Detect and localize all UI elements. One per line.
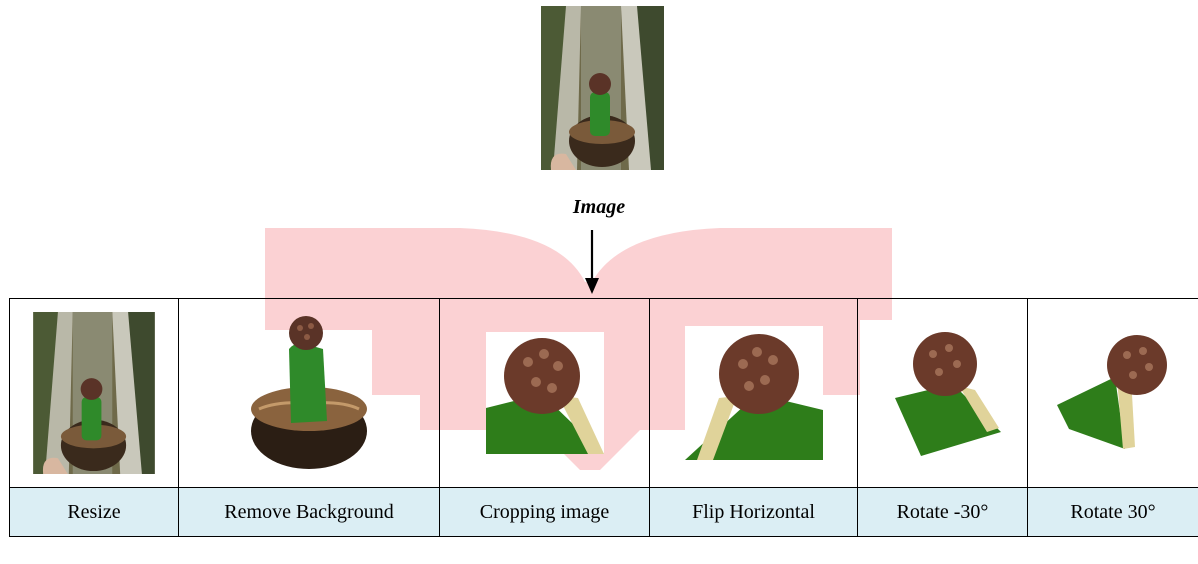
source-image bbox=[541, 6, 664, 170]
flip-horizontal-image bbox=[685, 326, 823, 460]
step-label-rotate-minus-30: Rotate -30° bbox=[858, 488, 1028, 537]
rotate-minus-30-image bbox=[883, 328, 1003, 458]
step-label-resize: Resize bbox=[10, 488, 179, 537]
step-label-cropping: Cropping image bbox=[440, 488, 650, 537]
rotate-minus-30-cell bbox=[858, 299, 1028, 488]
resize-cell bbox=[10, 299, 179, 488]
step-label-flip-horizontal: Flip Horizontal bbox=[650, 488, 858, 537]
remove-background-cell bbox=[179, 299, 440, 488]
step-label-rotate-plus-30: Rotate 30° bbox=[1028, 488, 1198, 537]
flip-horizontal-cell bbox=[650, 299, 858, 488]
down-arrow-icon bbox=[582, 230, 602, 296]
cropping-image bbox=[486, 332, 604, 454]
cropping-cell bbox=[440, 299, 650, 488]
resize-image bbox=[33, 312, 155, 474]
remove-background-image bbox=[247, 313, 372, 473]
step-labels-row: Resize Remove Background Cropping image … bbox=[10, 488, 1198, 537]
augmentation-table: Resize Remove Background Cropping image … bbox=[9, 298, 1198, 537]
rotate-plus-30-image bbox=[1051, 333, 1176, 453]
step-label-remove-background: Remove Background bbox=[179, 488, 440, 537]
result-images-row bbox=[10, 299, 1198, 488]
input-image-label: Image bbox=[540, 196, 658, 219]
rotate-plus-30-cell bbox=[1028, 299, 1198, 488]
